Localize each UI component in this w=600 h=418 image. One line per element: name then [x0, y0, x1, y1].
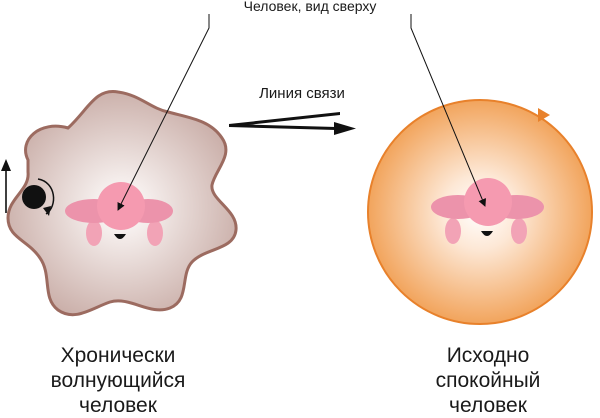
link-line-arrow — [229, 112, 356, 135]
caption-line: волнующийся — [50, 369, 186, 392]
rotating-ball-icon — [22, 178, 55, 216]
caption-line: человек — [449, 394, 527, 417]
worried-person-caption: Хронически волнующийся человек — [18, 343, 218, 418]
caption-line: спокойный — [435, 369, 541, 392]
worried-person-icon — [65, 182, 173, 246]
caption-line: Хронически — [60, 344, 176, 367]
caption-line: Исходно — [446, 344, 530, 367]
label-pointer-lines — [117, 14, 487, 211]
aura-direction-arrow-icon — [538, 108, 550, 122]
top-label: Человек, вид сверху — [244, 0, 377, 14]
calm-person-caption: Исходно спокойный человек — [388, 343, 588, 418]
calm-person-icon — [431, 178, 544, 244]
caption-line: человек — [79, 394, 157, 417]
link-label: Линия связи — [259, 85, 345, 102]
up-arrow-icon — [1, 159, 11, 213]
